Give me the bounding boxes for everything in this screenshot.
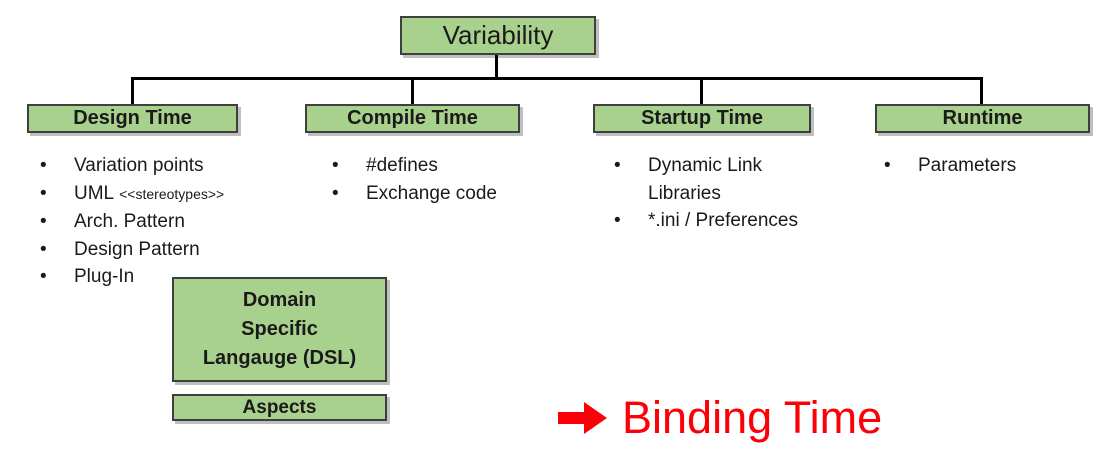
list-item-text: Parameters: [918, 155, 1017, 176]
compile-time-label: Compile Time: [347, 107, 478, 129]
bullet-icon: •: [40, 155, 47, 176]
dsl-line-2: Specific: [241, 318, 318, 340]
aspects-box: Aspects: [172, 394, 387, 421]
right-arrow-icon: [558, 402, 607, 434]
list-item-text: Exchange code: [366, 182, 497, 204]
runtime-label: Runtime: [942, 107, 1023, 129]
bullet-icon: •: [332, 182, 339, 204]
bullet-icon: •: [40, 182, 47, 204]
binding-time-annotation: Binding Time: [558, 392, 882, 444]
bullet-icon: •: [40, 266, 47, 287]
stereotypes-annotation: <<stereotypes>>: [119, 185, 225, 202]
dsl-line-3: Langauge (DSL): [202, 347, 357, 369]
list-item: • Exchange code: [332, 180, 552, 208]
connector-horizontal: [131, 77, 983, 80]
list-item-text: #defines: [366, 155, 438, 176]
list-item-text: Arch. Pattern: [74, 211, 185, 232]
bullet-icon: •: [40, 211, 47, 232]
variability-label: Variability: [442, 20, 554, 50]
list-item: • Arch. Pattern: [40, 208, 305, 236]
list-item: • Parameters: [884, 152, 1104, 180]
list-item-text: UML<<stereotypes>>: [74, 182, 225, 204]
design-time-list: • Variation points • UML<<stereotypes>> …: [40, 152, 305, 291]
design-time-label: Design Time: [73, 107, 192, 129]
list-item-text: *.ini / Preferences: [648, 210, 798, 231]
startup-time-list: • Dynamic Link Libraries • *.ini / Prefe…: [614, 152, 854, 235]
list-item-text: Design Pattern: [74, 238, 200, 260]
dsl-box: Domain Specific Langauge (DSL): [172, 277, 387, 382]
bullet-icon: •: [614, 155, 621, 176]
aspects-label: Aspects: [242, 396, 317, 418]
connector-stub-compile: [411, 77, 414, 104]
runtime-list: • Parameters: [884, 152, 1104, 180]
connector-stub-runtime: [980, 77, 983, 104]
startup-time-box: Startup Time: [593, 104, 811, 133]
bullet-icon: •: [332, 155, 339, 176]
connector-root-vertical: [495, 55, 498, 79]
dsl-line-1: Domain: [242, 289, 317, 311]
variability-box: Variability: [400, 16, 596, 55]
design-time-box: Design Time: [27, 104, 238, 133]
list-item: • #defines: [332, 152, 552, 180]
bullet-icon: •: [40, 238, 47, 260]
list-item: • *.ini / Preferences: [614, 207, 854, 235]
runtime-box: Runtime: [875, 104, 1090, 133]
list-item: • UML<<stereotypes>>: [40, 180, 305, 209]
connector-stub-design: [131, 77, 134, 104]
compile-time-list: • #defines • Exchange code: [332, 152, 552, 207]
list-item-text: Plug-In: [74, 266, 135, 287]
binding-time-label: Binding Time: [622, 392, 883, 443]
compile-time-box: Compile Time: [305, 104, 520, 133]
list-item: • Design Pattern: [40, 236, 305, 264]
list-item-text: Variation points: [74, 155, 204, 176]
connector-stub-startup: [700, 77, 703, 104]
startup-time-label: Startup Time: [641, 107, 763, 129]
bullet-icon: •: [884, 155, 891, 176]
list-item: • Plug-In: [40, 263, 305, 291]
bullet-icon: •: [614, 210, 621, 231]
list-item: • Variation points: [40, 152, 305, 180]
list-item: • Dynamic Link Libraries: [614, 152, 854, 207]
list-item-text: Dynamic Link Libraries: [648, 155, 763, 204]
